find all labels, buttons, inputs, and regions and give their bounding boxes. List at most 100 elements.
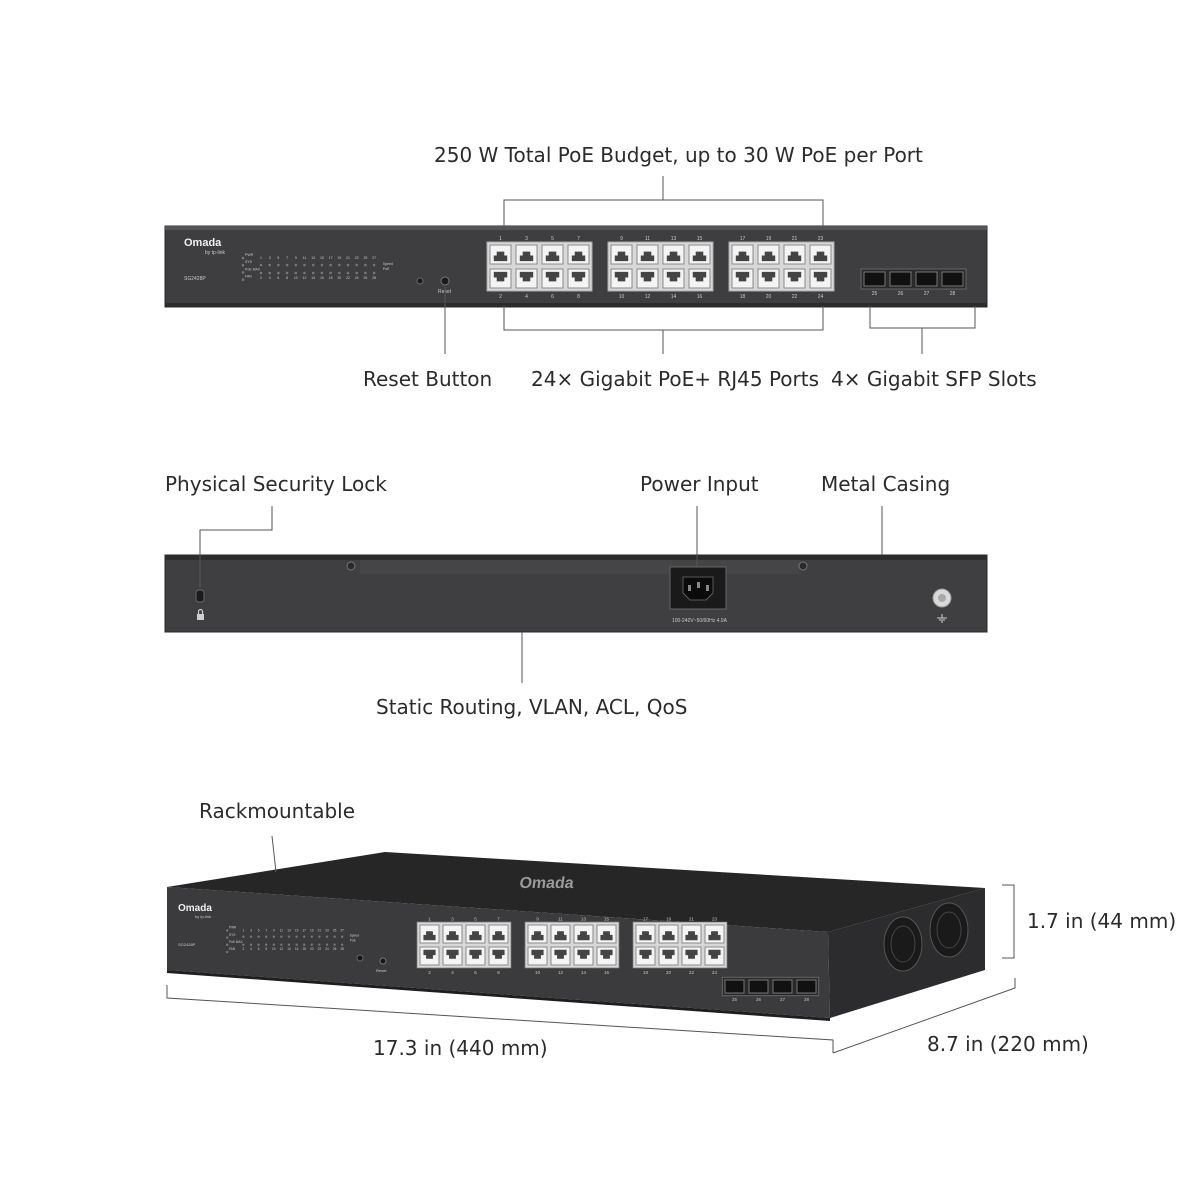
front-port-led-icon bbox=[320, 263, 324, 267]
front-port-number: 19 bbox=[766, 236, 772, 242]
iso-led-number: 12 bbox=[280, 947, 284, 951]
front-led-number: 23 bbox=[355, 256, 359, 260]
front-port-number: 7 bbox=[577, 236, 580, 242]
iso-port-number: 5 bbox=[474, 917, 477, 922]
front-rj45-jack-icon bbox=[692, 271, 707, 282]
svg-text:Omada: Omada bbox=[518, 874, 576, 892]
iso-port-led-icon bbox=[341, 935, 344, 938]
front-rj45-jack-icon bbox=[493, 251, 508, 262]
front-port-number: 12 bbox=[645, 294, 651, 300]
iso-rj45-jack-icon bbox=[446, 949, 459, 959]
iso-led-label: PoE MAX bbox=[229, 940, 244, 944]
front-port-led-icon bbox=[329, 271, 332, 275]
iso-rj45-jack-icon bbox=[531, 931, 544, 941]
front-led-number: 26 bbox=[363, 276, 367, 280]
front-rj45-jack-icon bbox=[571, 271, 586, 282]
front-led-number: 5 bbox=[277, 256, 279, 260]
front-rj45-jack-icon bbox=[519, 271, 534, 282]
iso-port-number: 8 bbox=[497, 970, 500, 975]
front-rj45-jack-icon bbox=[787, 251, 802, 262]
front-led-number: 24 bbox=[355, 276, 359, 280]
iso-reset-button-icon[interactable] bbox=[379, 957, 387, 965]
power-rating-text: 100-240V~50/60Hz 4.0A bbox=[672, 618, 728, 624]
front-rj45-jack-icon bbox=[493, 271, 508, 282]
iso-port-number: 23 bbox=[712, 917, 718, 922]
iso-led-number: 13 bbox=[287, 928, 291, 932]
security-lock-label: Physical Security Lock bbox=[165, 472, 387, 496]
front-status-led-icon bbox=[241, 256, 245, 260]
iso-rj45-jack-icon bbox=[446, 931, 459, 941]
iso-port-led-icon bbox=[325, 943, 329, 946]
iso-rj45-jack-icon bbox=[531, 949, 544, 959]
width-dimension-label: 17.3 in (440 mm) bbox=[373, 1036, 548, 1060]
front-port-number: 20 bbox=[766, 294, 772, 300]
iso-rj45-jack-icon bbox=[423, 949, 436, 959]
iso-rj45-jack-icon bbox=[554, 931, 567, 941]
front-brand-sub: by tp-link bbox=[205, 250, 226, 256]
iso-led-number: 19 bbox=[310, 928, 314, 932]
front-port-led-icon bbox=[285, 263, 289, 267]
iso-port-led-icon bbox=[242, 935, 245, 938]
iso-port-number: 11 bbox=[558, 917, 563, 922]
iso-port-led-icon bbox=[242, 943, 245, 946]
iso-top-logo: Omada bbox=[518, 874, 576, 892]
iso-led-button-icon bbox=[356, 954, 364, 962]
iso-status-led-icon bbox=[226, 929, 229, 932]
front-port-number: 21 bbox=[792, 236, 798, 242]
iso-led-number: 26 bbox=[333, 947, 337, 951]
front-led-button-icon bbox=[416, 277, 424, 285]
iso-sfp-number: 26 bbox=[756, 997, 762, 1002]
iso-led-number: 3 bbox=[250, 928, 252, 932]
front-port-led-icon bbox=[346, 271, 350, 275]
ground-symbol-icon bbox=[937, 614, 947, 623]
front-rj45-jack-icon bbox=[813, 271, 828, 282]
front-brand-logo: Omada bbox=[184, 237, 222, 249]
iso-rj45-jack-icon bbox=[600, 931, 613, 941]
front-reset-button-icon[interactable] bbox=[440, 276, 450, 286]
iso-sfp-number: 25 bbox=[732, 997, 738, 1002]
iso-led-number: 7 bbox=[265, 928, 267, 932]
front-rj45-jack-icon bbox=[571, 251, 586, 262]
iso-port-led-icon bbox=[265, 935, 268, 938]
front-led-number: 3 bbox=[269, 256, 271, 260]
reset-button-label: Reset Button bbox=[363, 367, 493, 391]
front-rj45-jack-icon bbox=[761, 271, 776, 282]
iso-fan-icon bbox=[883, 916, 923, 972]
front-port-number: 2 bbox=[499, 294, 502, 300]
iso-led-number: 22 bbox=[318, 947, 322, 951]
iso-led-label: PoE bbox=[350, 939, 356, 943]
rear-screw-icon bbox=[346, 561, 356, 571]
iso-port-led-icon bbox=[257, 935, 260, 938]
iso-led-number: 15 bbox=[295, 928, 299, 932]
iso-led-number: 28 bbox=[340, 947, 344, 951]
depth-dimension-label: 8.7 in (220 mm) bbox=[927, 1032, 1089, 1056]
front-status-led-icon bbox=[241, 271, 245, 274]
front-port-led-icon bbox=[294, 271, 298, 275]
power-socket-icon bbox=[669, 566, 727, 610]
front-port-led-icon bbox=[346, 263, 350, 267]
iso-sfp-slot-icon bbox=[748, 979, 769, 994]
front-rj45-jack-icon bbox=[545, 271, 560, 282]
front-port-number: 8 bbox=[577, 294, 580, 300]
front-rj45-jack-icon bbox=[666, 271, 681, 282]
front-port-number: 18 bbox=[740, 294, 746, 300]
front-led-label: Speed bbox=[383, 262, 393, 266]
iso-led-number: 16 bbox=[295, 947, 299, 951]
iso-rj45-jack-icon bbox=[685, 931, 698, 941]
iso-led-number: 18 bbox=[302, 947, 306, 951]
iso-port-led-icon bbox=[280, 943, 283, 946]
iso-port-number: 19 bbox=[666, 917, 672, 922]
front-sfp-number: 28 bbox=[950, 291, 956, 297]
iso-led-label: Speed bbox=[350, 934, 359, 938]
front-port-number: 6 bbox=[551, 294, 554, 300]
iso-port-led-icon bbox=[265, 943, 268, 946]
front-led-number: 13 bbox=[311, 256, 315, 260]
iso-port-number: 18 bbox=[643, 970, 649, 975]
